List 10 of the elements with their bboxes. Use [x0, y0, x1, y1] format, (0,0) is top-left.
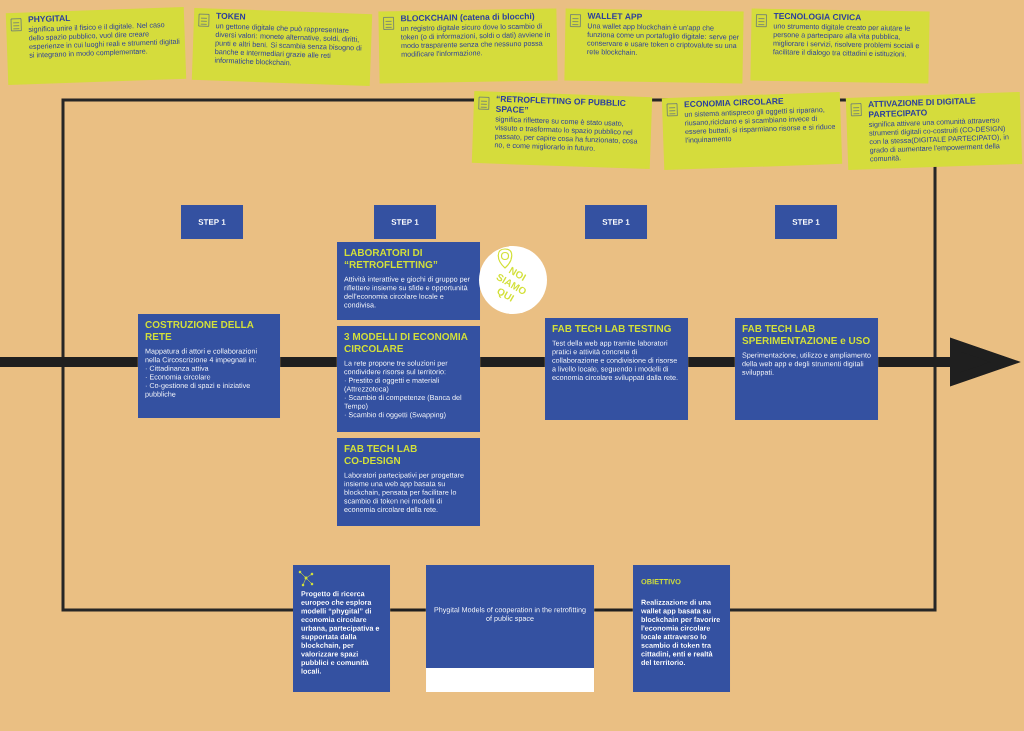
connector-line: [480, 357, 545, 367]
connector-line: [688, 357, 735, 367]
connector-line: [0, 357, 138, 367]
step-box: STEP 1: [775, 205, 837, 239]
connector-line: [390, 608, 426, 612]
step-box: STEP 1: [181, 205, 243, 239]
step-box: STEP 1: [585, 205, 647, 239]
connector-line: [594, 608, 633, 612]
step-box: STEP 1: [374, 205, 436, 239]
connector-line: [280, 357, 337, 367]
